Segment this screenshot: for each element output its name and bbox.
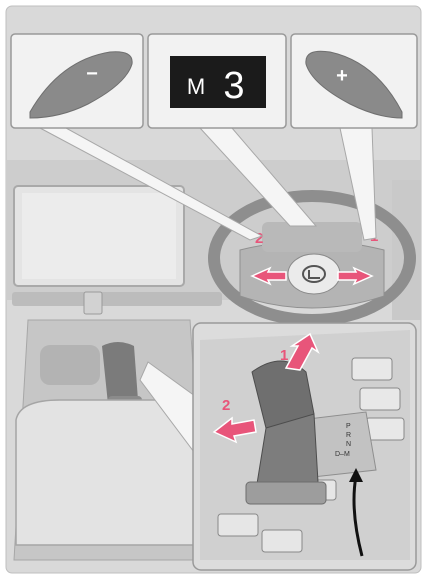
- screen-panel: [22, 193, 176, 279]
- inset-control-button-3: [366, 418, 404, 440]
- hazard-button: [84, 292, 102, 314]
- shift-base: [246, 482, 326, 504]
- gate-label-dm: D–M: [335, 451, 350, 458]
- air-vents: [12, 292, 222, 306]
- gear-display-letter: M: [187, 74, 205, 99]
- minus-paddle-callout: −: [11, 34, 143, 128]
- gate-label-n: N: [346, 441, 351, 448]
- inset-control-button-1: [352, 358, 392, 380]
- gear-display-screen: [170, 56, 266, 108]
- cup-holders: [40, 345, 100, 385]
- inset-lower-button-2: [218, 514, 258, 536]
- gear-display-number: 3: [223, 65, 244, 107]
- minus-paddle-symbol: −: [86, 63, 98, 85]
- plus-paddle-symbol: +: [336, 65, 348, 87]
- shifter-left-number: 2: [222, 397, 230, 414]
- gear-display-callout: M 3: [148, 34, 286, 128]
- inset-control-button-2: [360, 388, 400, 410]
- shifter-forward-number: 1: [280, 347, 288, 364]
- gate-label-r: R: [346, 432, 351, 439]
- steering-hub: [288, 254, 340, 294]
- plus-paddle-callout: +: [291, 34, 417, 128]
- inset-lower-button-3: [262, 530, 302, 552]
- gate-label-p: P: [346, 423, 351, 430]
- console-shift-lever: [102, 342, 138, 404]
